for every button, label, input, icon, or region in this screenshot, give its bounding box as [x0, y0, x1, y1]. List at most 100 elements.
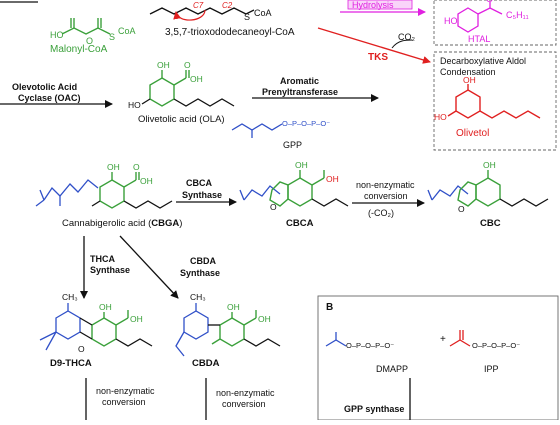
- dmapp-label: DMAPP: [376, 364, 408, 374]
- olivetol-ho: HO: [434, 112, 447, 122]
- panel-b-frame: [317, 295, 559, 421]
- cbca-chain: [311, 198, 349, 207]
- ipp-chain: O–P–O–P–O⁻: [472, 341, 520, 350]
- nonenz2-line1: non-enzymatic: [96, 386, 155, 396]
- ola-structure: [149, 70, 190, 107]
- pt-line2: Prenyltransferase: [262, 87, 338, 97]
- cbda-chain: [208, 324, 281, 347]
- oac-line2: Cyclase (OAC): [18, 93, 81, 103]
- cbc-o: O: [458, 204, 465, 214]
- panel-b-label: B: [326, 302, 333, 313]
- cbc-label: CBC: [480, 218, 501, 229]
- pt-line1: Aromatic: [280, 76, 319, 86]
- dmapp-chain: O–P–O–P–O⁻: [346, 341, 394, 350]
- cbda-aromatic-ring: [211, 310, 257, 347]
- ola-label: Olivetolic acid (OLA): [138, 114, 225, 125]
- cbga-chain: [91, 200, 173, 209]
- tks-arrow: [317, 27, 431, 64]
- ipp-structure: [449, 330, 471, 347]
- cbda-synthase-line1: CBDA: [190, 256, 216, 266]
- cbca-ring: [269, 170, 325, 207]
- cbca-synthase-line1: CBCA: [186, 178, 212, 188]
- malonyl-s: S: [109, 32, 115, 42]
- htal-structure: [457, 2, 503, 33]
- malonyl-ho: HO: [50, 30, 64, 40]
- thca-ch3: CH₃: [62, 292, 78, 302]
- cbga-prenyl: [35, 179, 99, 207]
- oac-line1: Olevotolic Acid: [12, 82, 77, 92]
- dmapp-structure: [325, 332, 347, 347]
- hydrolysis-box: [347, 0, 413, 10]
- thca-terpene-ring: [39, 303, 81, 351]
- nonenz2-line2: conversion: [102, 397, 146, 407]
- cbda-synthase-line2: Synthase: [180, 268, 220, 278]
- ipp-label: IPP: [484, 364, 499, 374]
- decarb-box: [433, 51, 557, 151]
- co2-label: CO₂: [398, 32, 416, 42]
- decarb-line1: Decarboxylative Aldol: [440, 56, 526, 66]
- cbga-o: O: [133, 162, 140, 172]
- cbc-oh: OH: [483, 160, 496, 170]
- malonyl-o: O: [86, 36, 93, 46]
- cbca-cooh: OH: [326, 174, 339, 184]
- trioxo-s: S: [244, 12, 250, 22]
- olivetol-structure: [447, 84, 541, 119]
- cbca-synthase-line2: Synthase: [182, 190, 222, 200]
- nonenz3-line1: non-enzymatic: [216, 388, 275, 398]
- top-row: HO O S CoA Malonyl-CoA C7 C2 S CoA 3,5,7…: [0, 0, 557, 64]
- cbga-oh1: OH: [107, 162, 120, 172]
- thca-chain: [79, 317, 153, 347]
- ola-ho: HO: [128, 100, 141, 110]
- thca-synthase-line1: THCA: [90, 254, 115, 264]
- panel-b: B O–P–O–P–O⁻ DMAPP + O–P–O–P–O⁻ IPP GPP …: [317, 295, 559, 421]
- htal-c5h11: C₅H₁₁: [506, 10, 529, 20]
- cbda-terpene-ring: [175, 303, 209, 357]
- malonyl-coa-small: CoA: [118, 26, 136, 36]
- ola-chain: [141, 98, 235, 107]
- nonenz3-line2: conversion: [222, 399, 266, 409]
- nonenz1-line2: conversion: [364, 191, 408, 201]
- cbda-ch3: CH₃: [190, 292, 206, 302]
- cbga-oh2: OH: [140, 176, 153, 186]
- cbda-label: CBDA: [192, 358, 220, 369]
- nonenz1-line1: non-enzymatic: [356, 180, 415, 190]
- c7-label: C7: [193, 1, 204, 10]
- plus-sign: +: [440, 334, 446, 345]
- htal-label: HTAL: [468, 34, 490, 44]
- co2-curl: [391, 39, 413, 49]
- gpp-label: GPP: [283, 140, 302, 150]
- thca-aromatic-ring: [91, 310, 129, 347]
- cbc-ring: [457, 170, 501, 207]
- minus-co2: (-CO₂): [368, 208, 394, 218]
- tks-label: TKS: [368, 52, 388, 63]
- cbca-label: CBCA: [286, 218, 314, 229]
- cbca-oh: OH: [295, 160, 308, 170]
- ola-o: O: [184, 60, 191, 70]
- olivetol-label: Olivetol: [456, 128, 489, 139]
- decarb-line2: Condensation: [440, 67, 496, 77]
- trioxo-structure: [149, 7, 255, 15]
- olivetol-oh: OH: [463, 75, 476, 85]
- row-two: Olevotolic Acid Cyclase (OAC) OH O OH HO…: [0, 51, 557, 151]
- thca-oh: OH: [99, 302, 112, 312]
- cbga-label: Cannabigerolic acid (CBGA): [62, 218, 182, 229]
- trioxo-label: 3,5,7-trioxododecaneoyl-CoA: [165, 27, 295, 38]
- gpp-structure: [231, 123, 283, 138]
- ola-oh: OH: [157, 60, 170, 70]
- cbda-oh: OH: [227, 302, 240, 312]
- row-three: OH OH O Cannabigerolic acid (CBGA) CBCA …: [35, 160, 549, 229]
- htal-ho: HO: [444, 16, 458, 26]
- cbda-arrow: [119, 235, 179, 299]
- cbc-chain: [499, 198, 549, 207]
- malonyl-structure: [61, 18, 111, 35]
- cbga-ring: [99, 172, 140, 209]
- thca-o: O: [78, 344, 85, 354]
- cbda-cooh: OH: [258, 314, 271, 324]
- malonyl-coa-label: Malonyl-CoA: [50, 44, 108, 55]
- cbca-o: O: [270, 202, 277, 212]
- htal-o: O: [486, 0, 493, 4]
- thca-cooh: OH: [130, 314, 143, 324]
- ola-cooh: OH: [190, 74, 203, 84]
- thca-label: D9-THCA: [50, 358, 92, 369]
